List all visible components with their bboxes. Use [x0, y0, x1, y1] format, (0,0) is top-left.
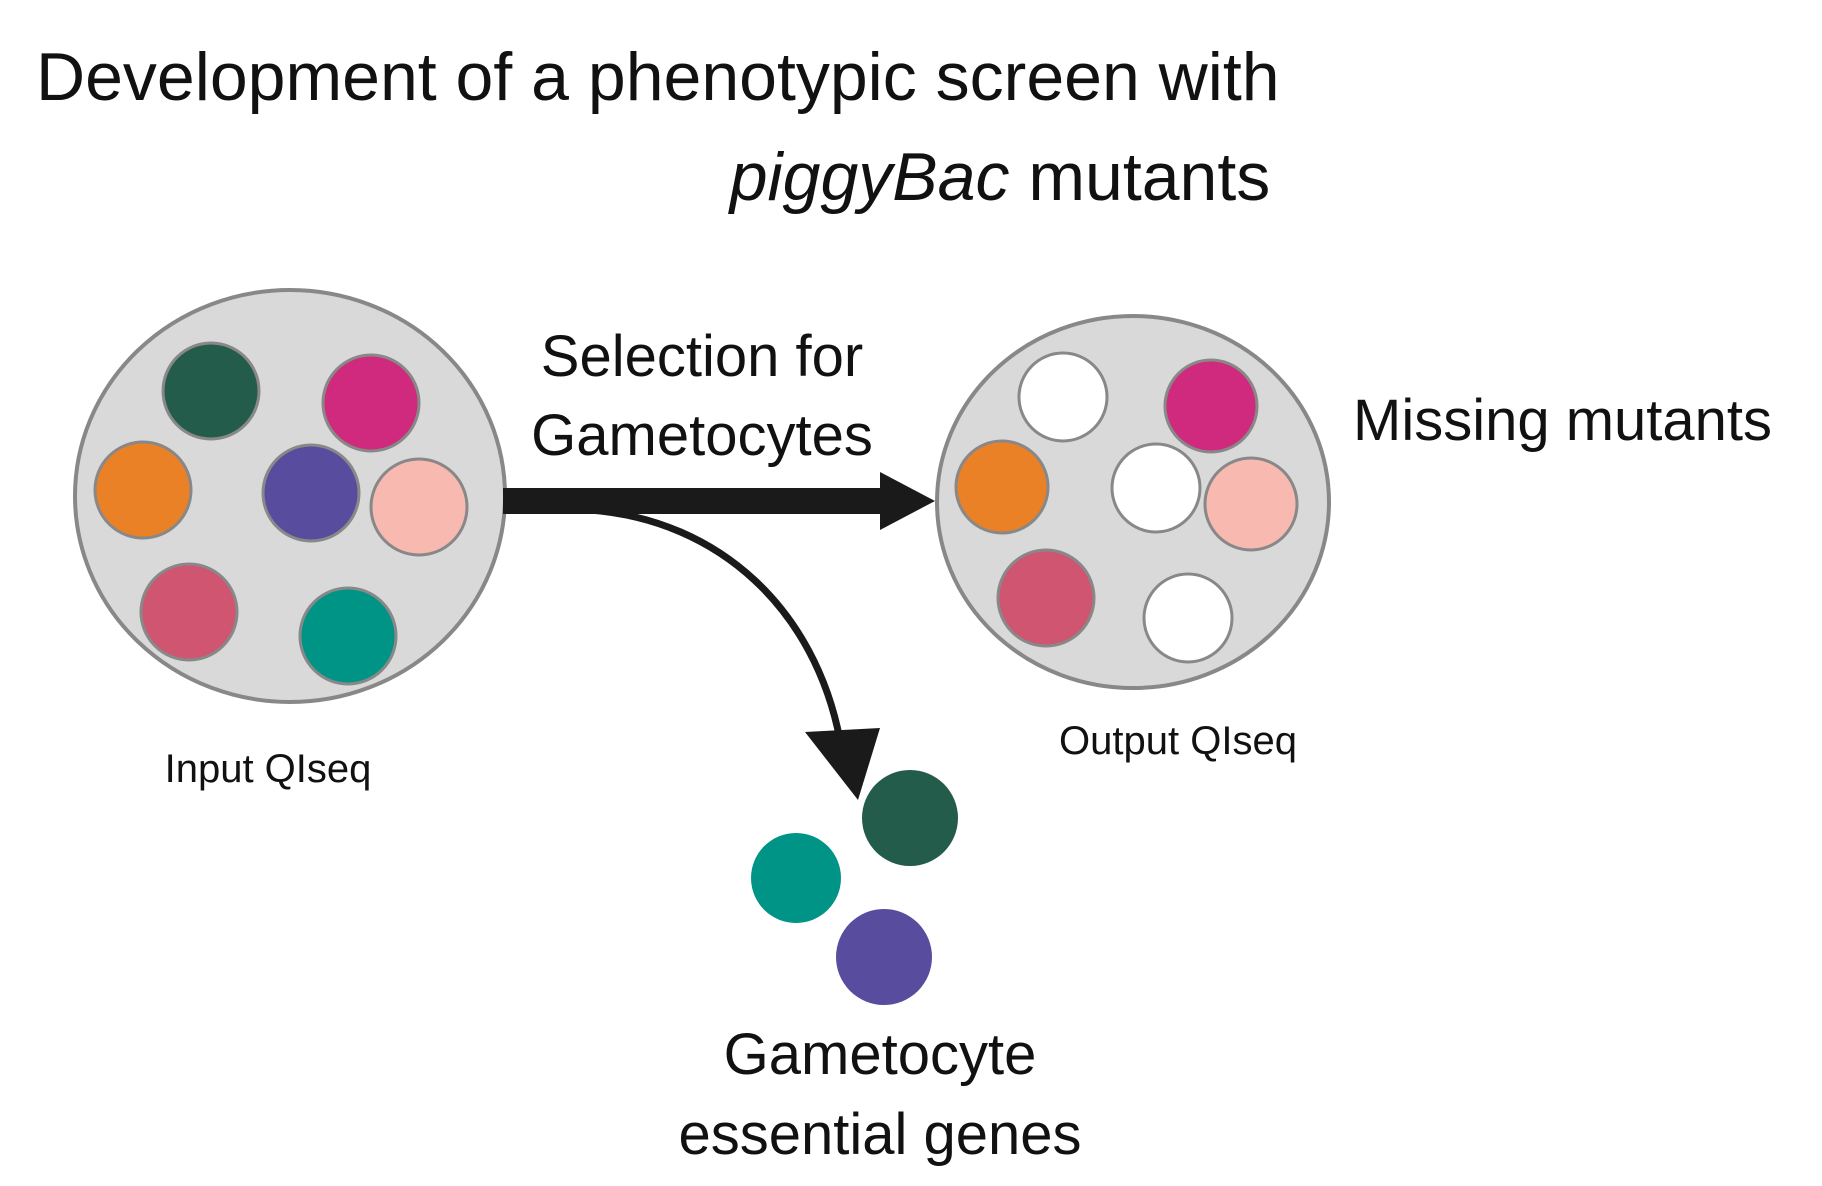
essential-mutant: [836, 909, 932, 1005]
main-arrow-head: [880, 472, 935, 530]
input-mutant: [321, 353, 421, 453]
selection-label-line1: Selection for: [541, 324, 863, 389]
input-mutant: [161, 341, 261, 441]
output-mutant: [1110, 442, 1202, 534]
input-mutant: [369, 457, 469, 557]
output-pool-label: Output QIseq: [1059, 719, 1297, 763]
branch-arrow-shaft: [589, 506, 844, 741]
selection-label-line2: Gametocytes: [531, 403, 873, 468]
output-mutant: [996, 548, 1096, 648]
input-pool-label: Input QIseq: [165, 747, 372, 791]
diagram-title-line2: piggyBac mutants: [728, 139, 1271, 215]
title-rest: mutants: [1009, 139, 1270, 215]
output-mutant: [1203, 456, 1299, 552]
essential-mutant: [862, 770, 958, 866]
output-mutant: [1163, 358, 1259, 454]
output-mutant: [1142, 572, 1234, 664]
input-mutant: [139, 562, 239, 662]
diagram-title-line1: Development of a phenotypic screen with: [36, 39, 1280, 115]
output-mutant: [1017, 351, 1109, 443]
branch-arrow-head: [805, 728, 880, 800]
essential-label-line2: essential genes: [678, 1102, 1081, 1167]
title-italic-term: piggyBac: [728, 139, 1010, 215]
missing-mutants-label: Missing mutants: [1353, 388, 1772, 453]
output-pool: Output QIseq: [935, 314, 1331, 763]
input-mutant: [298, 586, 398, 686]
output-mutant: [954, 439, 1050, 535]
essential-mutant: [751, 833, 841, 923]
essential-label-line1: Gametocyte: [724, 1022, 1037, 1087]
essential-mutants: [751, 770, 958, 1005]
main-arrow-shaft: [503, 488, 888, 514]
input-mutant: [261, 443, 361, 543]
selection-arrows: [503, 472, 935, 800]
input-pool: Input QIseq: [73, 288, 507, 791]
input-mutant: [93, 440, 193, 540]
